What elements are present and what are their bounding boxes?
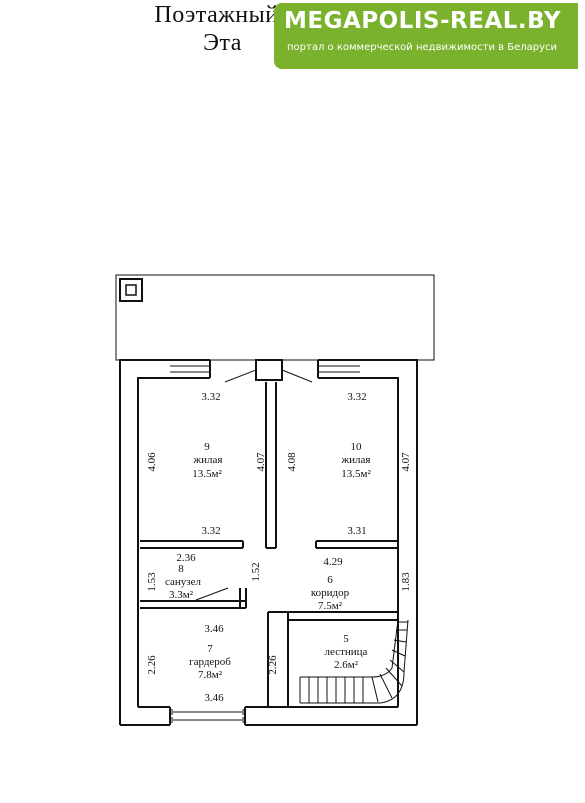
central-column	[255, 359, 283, 381]
dim-room10-bottom: 3.31	[347, 525, 366, 537]
dim-room9-right: 4.07	[255, 452, 267, 472]
room-10-area: 13.5м²	[341, 468, 371, 480]
room-9-number: 9	[204, 441, 210, 453]
room-5-name: лестница	[325, 646, 368, 658]
room-8-number: 8	[178, 563, 184, 575]
plan-structure	[115, 274, 435, 726]
dim-room9-left: 4.06	[146, 452, 158, 472]
dim-room9-bottom: 3.32	[201, 525, 220, 537]
room-9-area: 13.5м²	[192, 468, 222, 480]
interior-walls	[140, 359, 398, 707]
room-6-number: 6	[327, 574, 333, 586]
room-labels: 9 жилая 13.5м² 10 жилая 13.5м² 8 санузел…	[165, 441, 371, 681]
dim-room8-width: 2.36	[176, 552, 196, 564]
watermark-tagline: портал о коммерческой недвижимости в Бел…	[287, 42, 557, 53]
chimney-inner	[125, 284, 137, 296]
staircase	[299, 619, 409, 704]
dimension-labels: 3.32 3.32 3.32 3.31 2.36 4.29 3.46 3.46 …	[146, 391, 412, 704]
door-swings	[195, 369, 313, 601]
dim-room8-left: 1.53	[146, 572, 158, 592]
dim-room8-right: 1.52	[250, 562, 262, 581]
room-5-area: 2.6м²	[334, 659, 359, 671]
room-10-name: жилая	[341, 454, 371, 466]
dim-room6-width: 4.29	[323, 556, 343, 568]
watermark-brand: MEGAPOLIS-REAL.BY	[284, 8, 562, 34]
dim-room10-top: 3.32	[347, 391, 366, 403]
dim-room6-height: 1.83	[400, 572, 412, 592]
dim-room10-left: 4.08	[286, 452, 298, 472]
room-7-area: 7.8м²	[198, 669, 223, 681]
room-6-area: 7.5м²	[318, 600, 343, 612]
dim-room7-left: 2.26	[146, 655, 158, 675]
room-6-name: коридор	[311, 587, 350, 599]
room-9-name: жилая	[193, 454, 223, 466]
room-10-number: 10	[351, 441, 363, 453]
dim-room7-right: 2.26	[267, 655, 279, 675]
floor-plan-title: Поэтажный	[154, 2, 279, 28]
floor-plan-subtitle: Эта	[203, 30, 242, 56]
room-5-number: 5	[343, 633, 349, 645]
terrace-outline	[115, 274, 435, 361]
room-8-area: 3.3м²	[169, 589, 194, 601]
chimney-outer	[119, 278, 143, 302]
windows	[170, 365, 360, 723]
dim-room7-bottom: 3.46	[204, 692, 224, 704]
dim-room9-top: 3.32	[201, 391, 220, 403]
outer-walls	[119, 359, 418, 726]
dim-room7-top: 3.46	[204, 623, 224, 635]
room-8-name: санузел	[165, 576, 202, 588]
room-7-name: гардероб	[189, 656, 231, 668]
watermark-badge[interactable]: MEGAPOLIS-REAL.BY портал о коммерческой …	[274, 3, 578, 69]
room-7-number: 7	[207, 643, 213, 655]
dim-room10-right: 4.07	[400, 452, 412, 472]
